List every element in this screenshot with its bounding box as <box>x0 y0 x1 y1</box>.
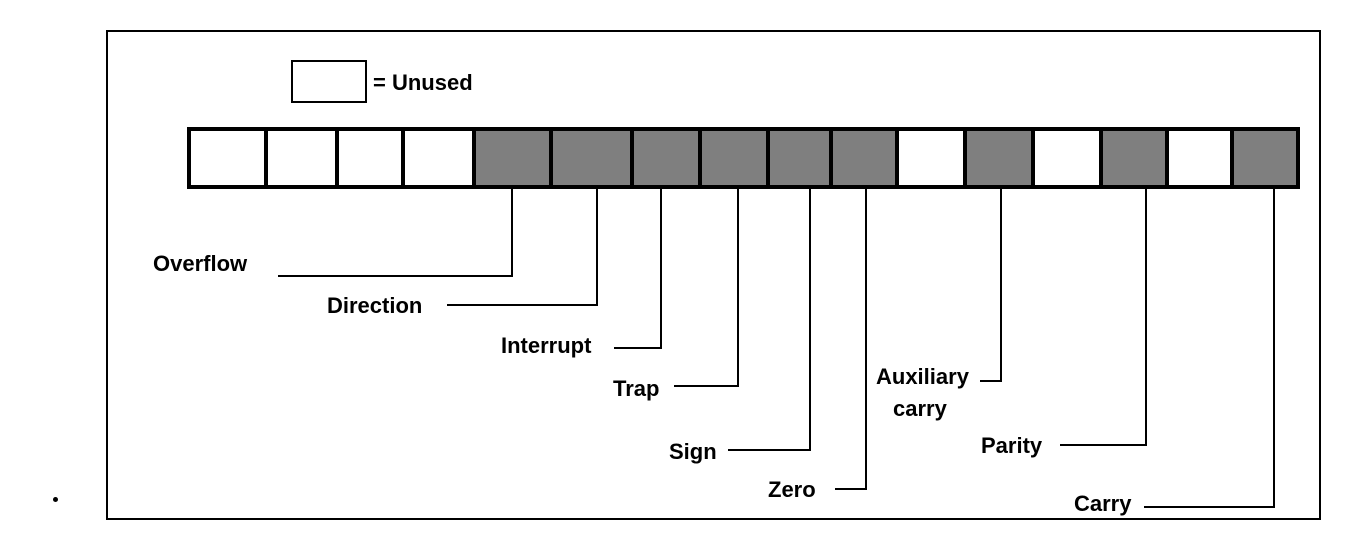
register-bit-carry <box>1230 127 1300 189</box>
register-bit-zero <box>829 127 899 189</box>
register-bit-sign <box>766 127 833 189</box>
label-zero: Zero <box>768 477 816 502</box>
legend-unused-label: = Unused <box>373 70 473 95</box>
register-bit-1 <box>1165 127 1234 189</box>
register-bit-parity <box>1099 127 1169 189</box>
register-bit-auxiliary-carry <box>963 127 1035 189</box>
register-bit-15 <box>187 127 268 189</box>
label-auxiliary-carry: carry <box>893 396 947 421</box>
register-bit-12 <box>401 127 476 189</box>
register-bit-overflow <box>472 127 553 189</box>
register-bit-direction <box>549 127 634 189</box>
register-bit-13 <box>335 127 405 189</box>
label-direction: Direction <box>327 293 423 318</box>
register-bit-trap <box>698 127 770 189</box>
label-trap: Trap <box>613 376 660 401</box>
label-interrupt: Interrupt <box>501 333 592 358</box>
legend-unused-swatch <box>291 60 367 103</box>
register-bit-14 <box>264 127 339 189</box>
label-auxiliary: Auxiliary <box>876 364 969 389</box>
label-sign: Sign <box>669 439 717 464</box>
label-overflow: Overflow <box>153 251 248 276</box>
flags-register <box>187 127 1300 189</box>
register-bit-3 <box>1031 127 1103 189</box>
label-parity: Parity <box>981 433 1043 458</box>
label-carry: Carry <box>1074 491 1132 516</box>
register-bit-interrupt <box>630 127 702 189</box>
register-bit-5 <box>895 127 967 189</box>
bullet-dot <box>53 497 58 502</box>
diagram-frame <box>106 30 1321 520</box>
